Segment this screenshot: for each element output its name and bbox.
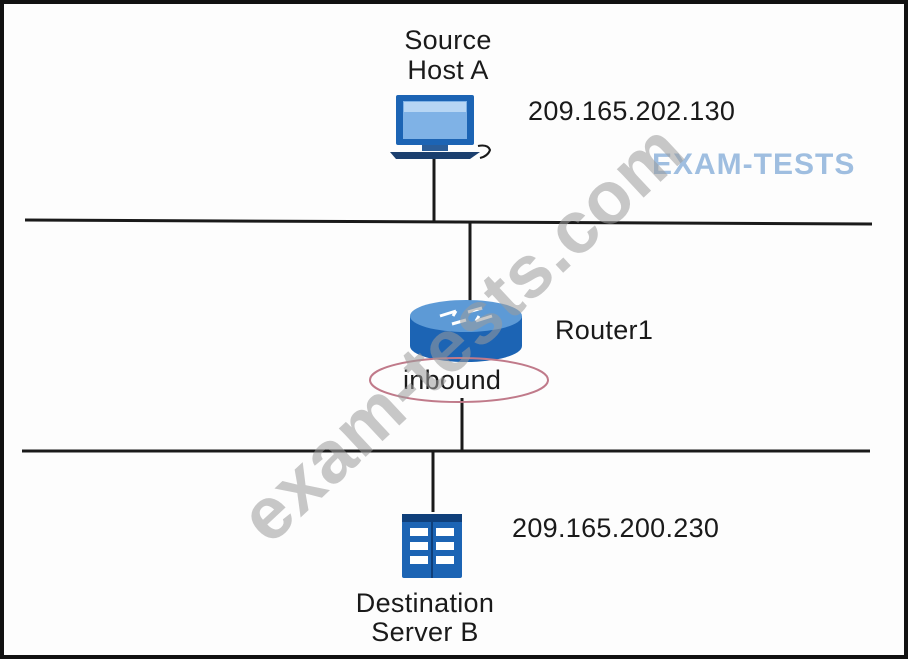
destination-server-ip: 209.165.200.230 bbox=[512, 513, 720, 543]
server-tower-icon bbox=[402, 514, 462, 578]
desktop-computer-icon bbox=[390, 95, 492, 159]
router-icon bbox=[410, 300, 522, 362]
destination-server-name-line2: Server B bbox=[371, 617, 479, 647]
source-host-name-line1: Source bbox=[404, 25, 492, 55]
interface-label: inbound bbox=[403, 365, 502, 395]
brand-watermark: EXAM-TESTS bbox=[652, 148, 856, 181]
source-host-name-line2: Host A bbox=[407, 55, 489, 85]
source-host-ip: 209.165.202.130 bbox=[528, 96, 736, 126]
router-name: Router1 bbox=[555, 315, 654, 345]
upper-network-segment bbox=[24, 218, 873, 226]
inbound-interface-marker bbox=[369, 357, 549, 403]
destination-server-name-line1: Destination bbox=[355, 588, 495, 618]
